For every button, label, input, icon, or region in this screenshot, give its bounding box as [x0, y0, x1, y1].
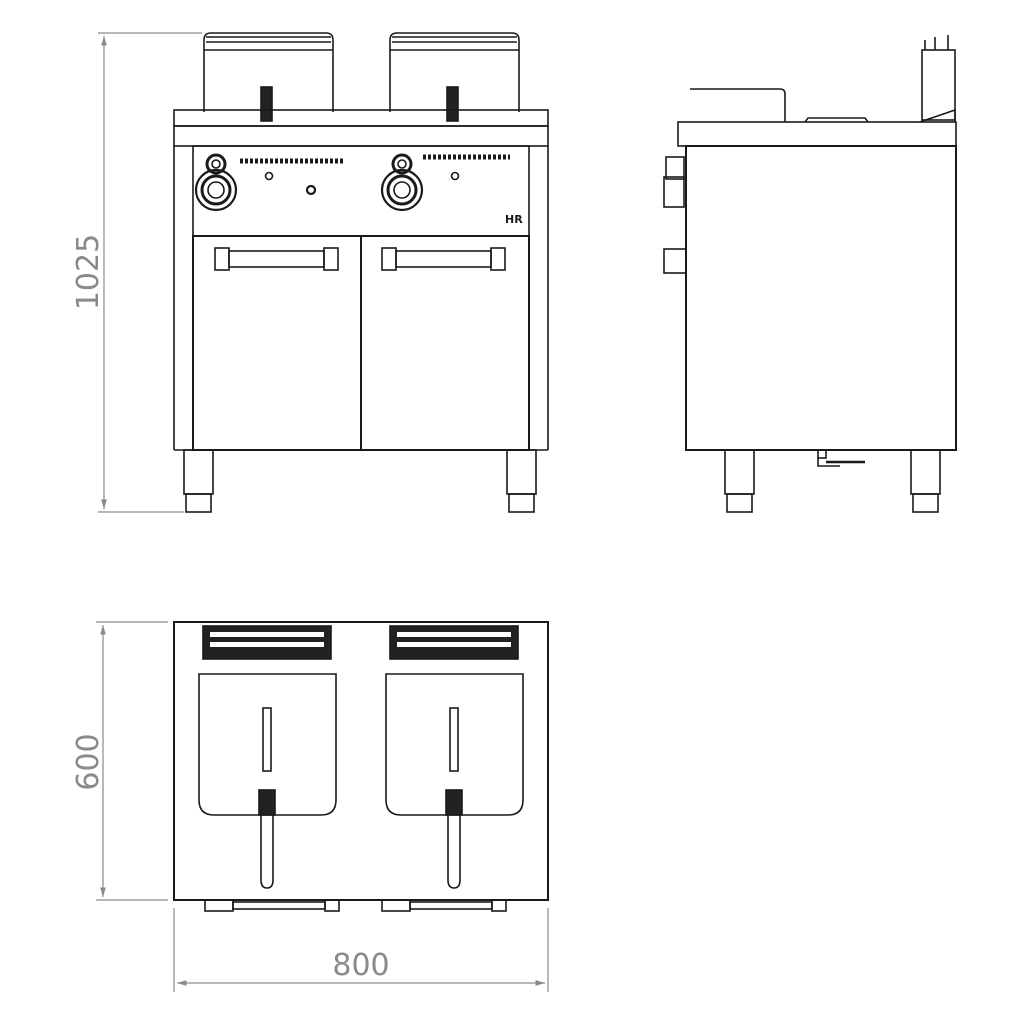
heating-element-left	[202, 625, 332, 660]
depth-label: 600	[71, 733, 106, 790]
door-right	[360, 235, 530, 451]
door-handle-right	[381, 247, 506, 271]
heating-element-right	[389, 625, 519, 660]
basket-left	[203, 32, 334, 122]
foot-right	[506, 449, 537, 513]
foot-left	[183, 449, 214, 513]
basket-right	[389, 32, 520, 122]
width-label: 800	[332, 948, 389, 983]
door-left	[192, 235, 362, 451]
flue	[919, 35, 956, 123]
height-dimension	[98, 32, 202, 513]
brand-mark: HR	[505, 213, 523, 226]
width-dimension	[173, 908, 549, 992]
depth-dimension	[96, 621, 168, 901]
knob-left-icon	[194, 153, 238, 212]
door-handle-left	[214, 247, 339, 271]
front-view: HR	[173, 32, 549, 513]
top-outline	[173, 621, 549, 901]
side-view	[663, 35, 957, 513]
height-label: 1025	[71, 234, 106, 310]
basket-top-left	[198, 673, 337, 889]
side-body	[685, 145, 957, 451]
indicator-light-left	[264, 171, 274, 181]
knob-right-icon	[380, 153, 424, 212]
top-view	[173, 621, 549, 912]
worktop	[173, 109, 549, 127]
drain-tap-icon	[817, 449, 865, 467]
basket-top-right	[385, 673, 524, 889]
indicator-light-right	[450, 171, 460, 181]
side-foot-right	[910, 449, 941, 513]
basket-handle	[690, 88, 786, 122]
indicator-light-center	[305, 184, 317, 196]
side-foot-left	[724, 449, 755, 513]
